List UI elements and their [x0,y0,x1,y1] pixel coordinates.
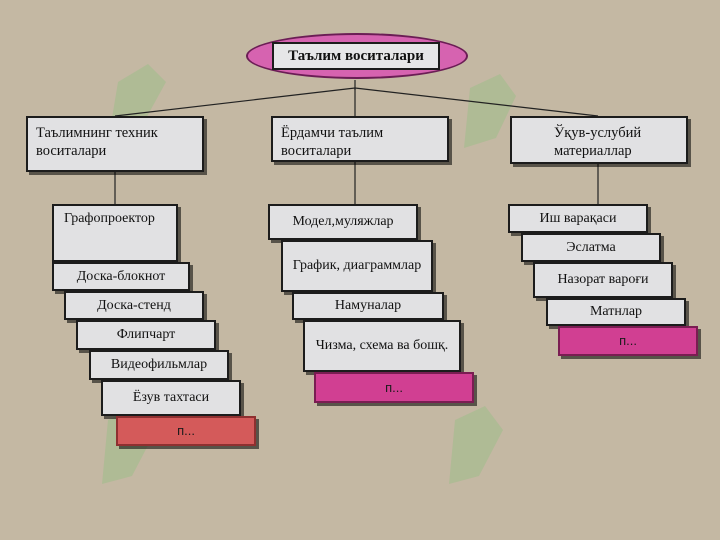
item-drawings: Чизма, схема ва бошқ. [303,320,461,372]
watermark-mark [449,406,503,484]
item-models: Модел,муляжлар [268,204,418,240]
item-etc-methodical: п... [558,326,698,356]
item-texts: Матнлар [546,298,686,326]
item-videos: Видеофильмлар [89,350,229,380]
item-control-sheet: Назорат вароғи [533,262,673,298]
diagram-title: Таълим воситалари [272,42,440,70]
item-writing-board: Ёзув тахтаси [101,380,241,416]
item-flipboard: Доска-блокнот [52,262,190,291]
item-samples: Намуналар [292,292,444,320]
watermark-mark [110,64,166,130]
item-memo: Эслатма [521,233,661,262]
item-etc-technical: п... [116,416,256,446]
item-charts: График, диаграммлар [281,240,433,292]
watermark-mark [464,74,516,148]
item-stand-board: Доска-стенд [64,291,204,320]
category-methodical-materials: Ўқув-услубий материаллар [510,116,688,164]
item-etc-auxiliary: п... [314,372,474,403]
category-technical-tools: Таълимнинг техник воситалари [26,116,204,172]
item-graphoprojector: Графопроектор [52,204,178,262]
category-auxiliary-tools: Ёрдамчи таълим воситалари [271,116,449,162]
item-flipchart: Флипчарт [76,320,216,350]
item-worksheet: Иш варақаси [508,204,648,233]
